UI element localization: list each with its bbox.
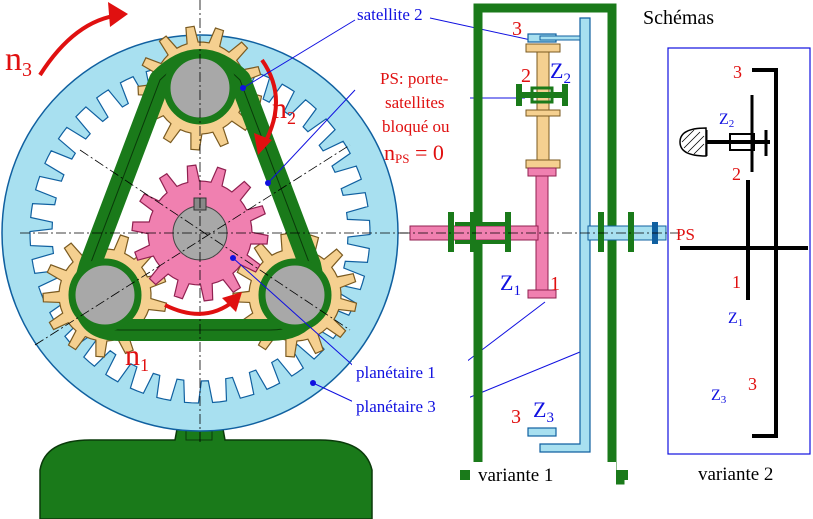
label-n2: n2 <box>272 92 296 128</box>
center-lines <box>20 0 460 445</box>
label-n1: n1 <box>125 339 149 375</box>
v1-num-3-bottom: 3 <box>511 406 521 428</box>
v2-num-1: 1 <box>732 272 741 292</box>
svg-text:satellites: satellites <box>385 93 444 112</box>
v2-z1: Z1 <box>728 310 743 329</box>
v1-ring-gear <box>539 17 591 453</box>
leader-dots <box>230 85 316 386</box>
label-planetaire-box-1: planétaire 1 <box>352 360 468 384</box>
svg-text:planétaire 1: planétaire 1 <box>356 363 436 382</box>
variante-1-schematic: 3 2 Z2 Z1 1 3 Z3 variante 1 <box>400 3 680 486</box>
v1-z1: Z1 <box>500 270 521 299</box>
svg-text:planétaire 3: planétaire 3 <box>356 397 436 416</box>
arrow-head-n3 <box>108 2 128 27</box>
v1-planet <box>536 43 550 167</box>
svg-text:bloqué ou: bloqué ou <box>382 117 450 136</box>
label-ps-block: PS: porte- satellites bloqué ou nPS = 0 <box>380 69 450 166</box>
planet-right-hub <box>258 258 332 332</box>
svg-text:nPS = 0: nPS = 0 <box>384 140 444 166</box>
variante-2-schematic: 3 Z2 2 PS 1 Z1 Z3 3 <box>667 47 811 455</box>
v2-num-3-top: 3 <box>733 62 742 82</box>
v2-ps: PS <box>676 225 695 244</box>
label-satellite-2: satellite 2 <box>357 5 423 24</box>
v2-num-3-bottom: 3 <box>748 374 757 394</box>
v1-z2: Z2 <box>550 58 571 87</box>
label-n3: n3 <box>5 41 32 81</box>
label-variante-2: variante 2 <box>698 464 773 485</box>
planet-left-hub <box>68 258 142 332</box>
planetary-gear-drawing: n3 n2 n1 <box>1 0 581 519</box>
arrow-head-n1 <box>222 292 242 312</box>
arrow-heads <box>108 2 272 312</box>
arrow-head-n2 <box>254 133 272 155</box>
svg-text:PS: porte-: PS: porte- <box>380 69 449 88</box>
v2-frame <box>667 47 811 455</box>
label-schemas: Schémas <box>643 7 714 29</box>
v2-z2: Z2 <box>719 111 734 130</box>
v1-num-3-top: 3 <box>512 18 522 40</box>
v1-num-2: 2 <box>521 65 531 87</box>
v1-num-1: 1 <box>550 273 560 295</box>
v1-z3: Z3 <box>533 397 554 426</box>
label-planetaire-box-3: planétaire 3 <box>352 394 470 418</box>
v2-num-2: 2 <box>732 164 741 184</box>
svg-text:variante 1: variante 1 <box>478 465 553 486</box>
label-variante-1-box: variante 1 <box>470 462 616 486</box>
v2-z3: Z3 <box>711 387 727 406</box>
